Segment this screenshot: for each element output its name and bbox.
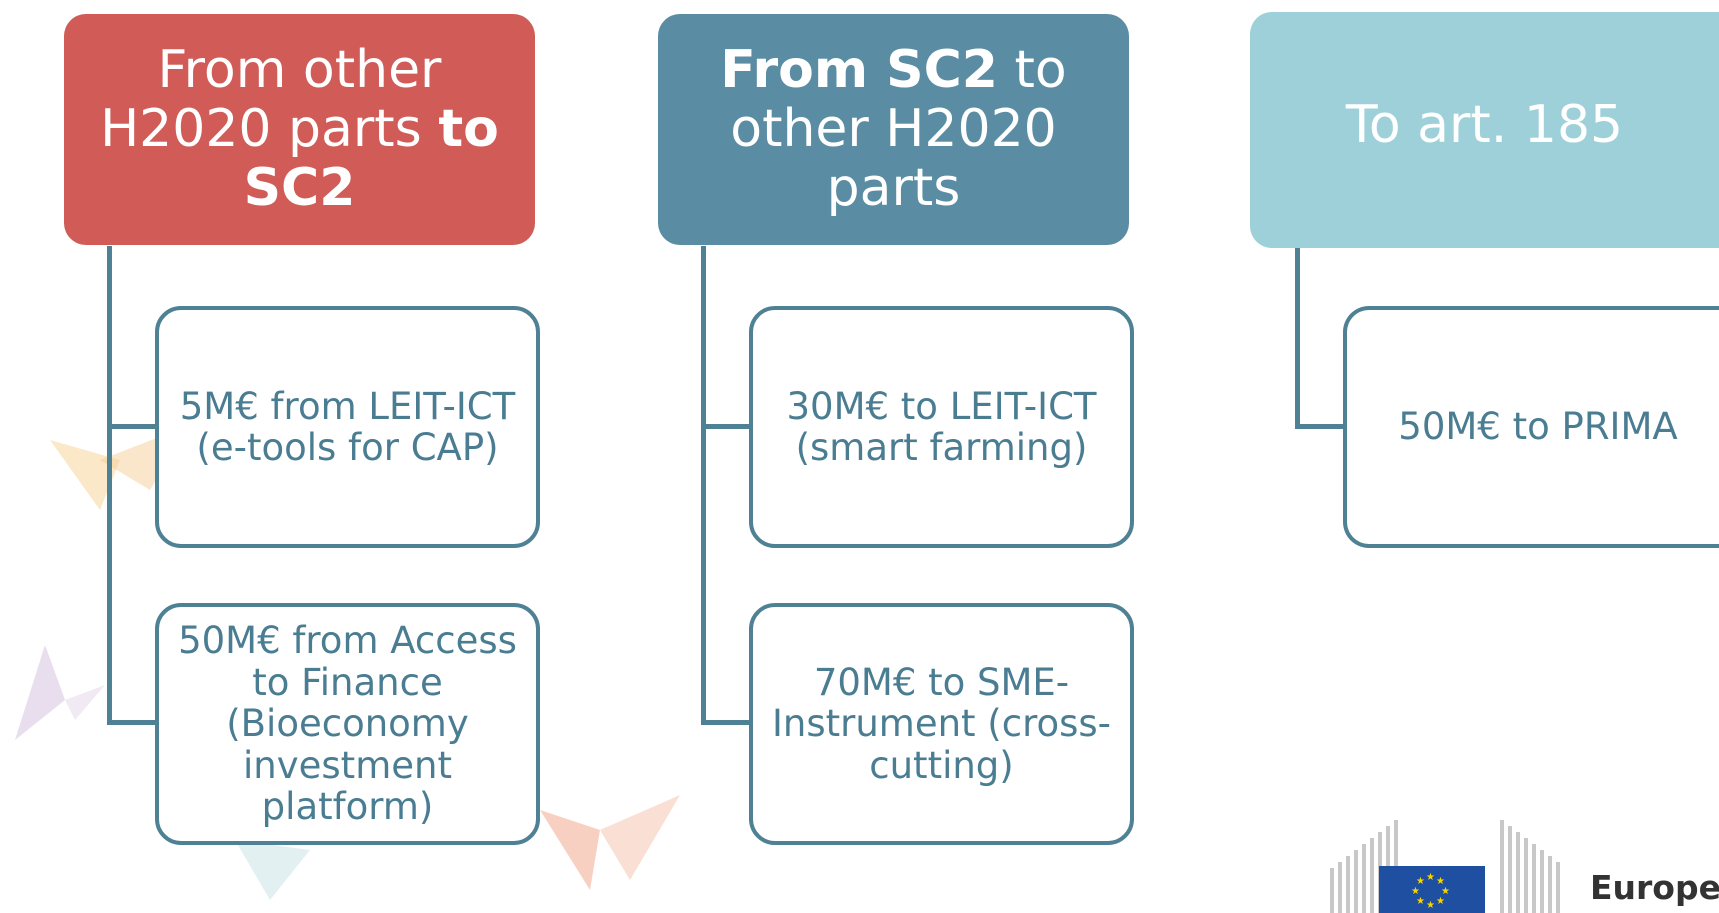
eu-flag-icon: ★★★ ★★ ★★★ (1379, 866, 1485, 913)
header-text-part: to other H2020 parts (730, 40, 1067, 218)
connector-line (701, 720, 751, 725)
header-to-art-185: To art. 185 (1250, 12, 1719, 248)
svg-text:★: ★ (1416, 896, 1425, 907)
european-commission-logo-text: European (1590, 868, 1719, 907)
item-label: 50M€ from Access to Finance (Bioeconomy … (178, 619, 517, 829)
item-box: 5M€ from LEIT-ICT (e-tools for CAP) (155, 306, 540, 548)
header-text: From SC2 to other H2020 parts (672, 41, 1115, 217)
svg-text:★: ★ (1426, 900, 1435, 911)
connector-line (107, 246, 112, 725)
item-label: 70M€ to SME-Instrument (cross-cutting) (771, 660, 1112, 787)
connector-line (107, 424, 157, 429)
header-text-part: To art. 185 (1345, 94, 1624, 155)
header-from-sc2-to-other: From SC2 to other H2020 parts (658, 14, 1129, 245)
connector-line (1295, 424, 1345, 429)
item-box: 50M€ to PRIMA (1343, 306, 1719, 548)
svg-text:★: ★ (1436, 896, 1445, 907)
item-label: 5M€ from LEIT-ICT (e-tools for CAP) (179, 384, 516, 469)
svg-text:★: ★ (1416, 876, 1425, 887)
header-text-part: From other H2020 parts (100, 40, 442, 160)
connector-line (701, 424, 751, 429)
item-box: 70M€ to SME-Instrument (cross-cutting) (749, 603, 1134, 845)
item-label: 30M€ to LEIT-ICT (smart farming) (786, 384, 1097, 469)
item-box: 30M€ to LEIT-ICT (smart farming) (749, 306, 1134, 548)
decorative-bird-blue (235, 840, 310, 900)
header-text-part-bold: From SC2 (720, 40, 998, 101)
connector-line (1295, 246, 1300, 427)
decorative-bird-purple (15, 645, 105, 740)
svg-text:★: ★ (1441, 886, 1450, 897)
connector-line (107, 720, 157, 725)
item-label: 50M€ to PRIMA (1398, 405, 1678, 449)
header-text: To art. 185 (1345, 94, 1624, 155)
item-box: 50M€ from Access to Finance (Bioeconomy … (155, 603, 540, 845)
svg-text:★: ★ (1426, 872, 1435, 883)
header-text-part-bold: to SC2 (243, 99, 499, 218)
connector-line (701, 246, 706, 725)
header-from-other-to-sc2: From other H2020 parts to SC2 (64, 14, 535, 245)
svg-text:★: ★ (1411, 886, 1420, 897)
header-text: From other H2020 parts to SC2 (78, 41, 521, 217)
decorative-bird-orange (540, 795, 680, 890)
svg-text:★: ★ (1436, 876, 1445, 887)
